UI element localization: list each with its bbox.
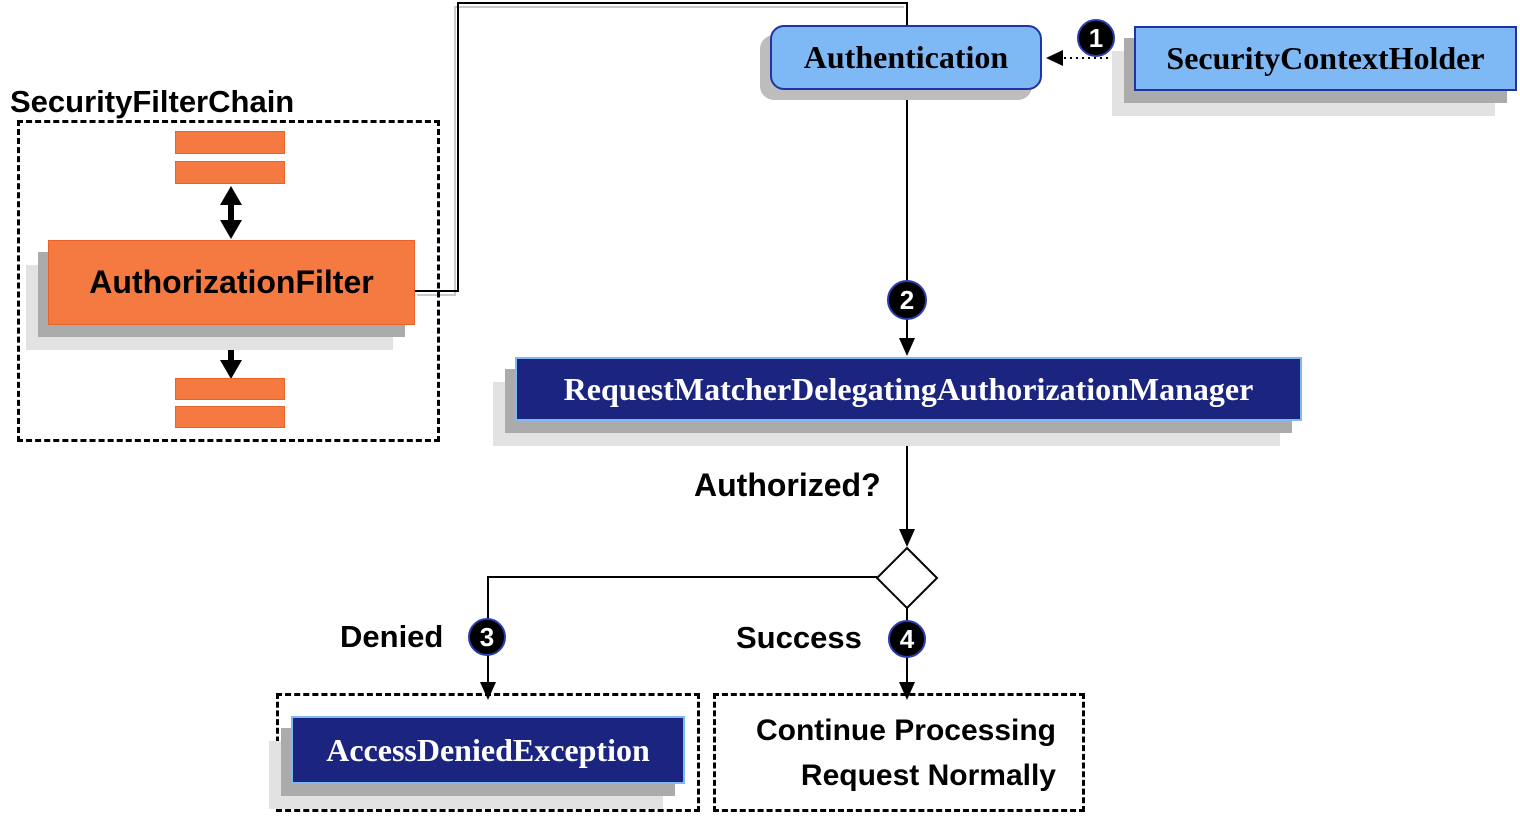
access-denied-exception-box: AccessDeniedException <box>291 716 685 784</box>
denied-label: Denied <box>340 619 444 654</box>
authorization-manager-label: RequestMatcherDelegatingAuthorizationMan… <box>563 370 1254 407</box>
access-denied-container <box>276 693 700 812</box>
arrowhead-into-manager <box>899 338 915 356</box>
security-filter-chain-title: SecurityFilterChain <box>10 84 295 119</box>
step-badge-2: 2 <box>887 280 927 320</box>
connector-shadow <box>417 6 904 296</box>
arrowhead-into-denied-box <box>480 682 496 700</box>
authentication-label: Authentication <box>803 39 1009 75</box>
authorization-manager-box: RequestMatcherDelegatingAuthorizationMan… <box>515 357 1302 421</box>
continue-processing-line2: Request Normally <box>800 758 1056 792</box>
decision-diamond <box>875 546 939 610</box>
authentication-box: Authentication <box>770 25 1042 90</box>
filter-bar-3 <box>175 378 285 400</box>
authorization-filter-label: AuthorizationFilter <box>89 264 374 300</box>
security-context-holder-box: SecurityContextHolder <box>1134 26 1517 91</box>
filter-bar-4 <box>175 406 285 428</box>
step-badge-4: 4 <box>888 620 926 658</box>
step-badge-3: 3 <box>468 618 506 656</box>
filter-bar-2 <box>175 161 285 184</box>
arrowhead-into-authentication <box>1046 50 1063 66</box>
filter-bar-1 <box>175 131 285 154</box>
authorized-question-label: Authorized? <box>694 467 881 503</box>
continue-processing-box: Continue Processing Request Normally <box>713 693 1085 812</box>
filter-chain-updown-arrow-top <box>220 186 242 239</box>
authorization-filter-box: AuthorizationFilter <box>48 240 415 325</box>
success-label: Success <box>736 620 862 655</box>
arrowhead-into-success-box <box>899 682 915 700</box>
access-denied-exception-label: AccessDeniedException <box>326 731 650 768</box>
security-filter-chain-container <box>17 120 440 442</box>
continue-processing-line1: Continue Processing <box>755 713 1056 747</box>
security-context-holder-label: SecurityContextHolder <box>1166 40 1485 76</box>
arrowhead-into-diamond <box>899 529 915 547</box>
step-badge-1: 1 <box>1077 19 1115 57</box>
filter-chain-updown-arrow-bottom <box>220 326 242 379</box>
filter-to-manager-connector <box>415 2 908 340</box>
